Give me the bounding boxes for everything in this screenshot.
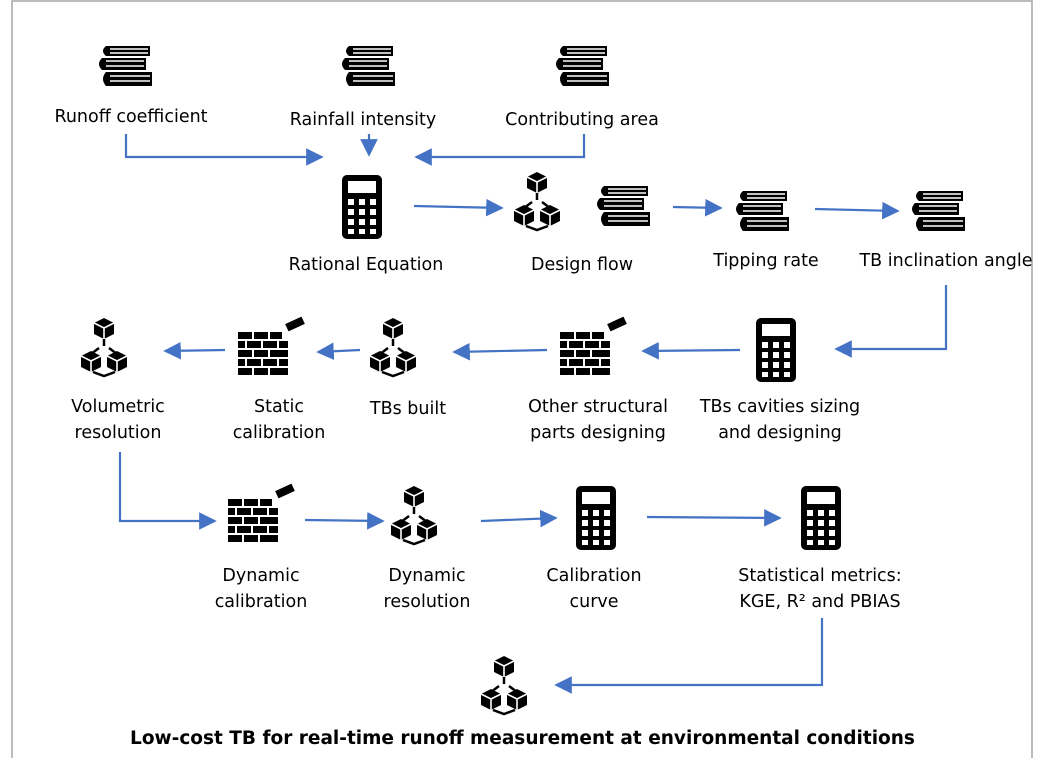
cubes-network-icon bbox=[479, 654, 529, 716]
node-label-dynamic-resolution: Dynamic resolution bbox=[384, 563, 471, 615]
books-icon bbox=[596, 185, 651, 227]
brick-wall-icon bbox=[560, 316, 627, 375]
cubes-network-icon bbox=[368, 316, 418, 378]
node-label-rational-equation: Rational Equation bbox=[288, 255, 444, 275]
label-line: curve bbox=[569, 592, 619, 612]
books-icon bbox=[98, 45, 153, 87]
node-label-static-calibration: Static calibration bbox=[233, 394, 326, 446]
edge-area-to-rational bbox=[414, 134, 586, 166]
label-line: Calibration bbox=[546, 566, 642, 586]
node-label-calibration-curve: Calibration curve bbox=[546, 563, 641, 615]
cubes-network-icon bbox=[79, 316, 129, 378]
node-label-tbs-cavities-sizing: TBs cavities sizing and designing bbox=[700, 394, 860, 446]
label-line: Static bbox=[253, 397, 305, 417]
books-icon bbox=[735, 190, 790, 232]
brick-wall-icon bbox=[228, 483, 295, 542]
label-line: calibration bbox=[232, 423, 326, 443]
conclusion-text: Low-cost TB for real-time runoff measure… bbox=[130, 728, 915, 749]
frame-border bbox=[11, 0, 1033, 758]
label-line: and designing bbox=[718, 423, 842, 443]
node-label-tipping-rate: Tipping rate bbox=[713, 251, 819, 271]
calculator-icon bbox=[801, 486, 841, 550]
books-icon bbox=[555, 45, 610, 87]
node-label-runoff-coefficient: Runoff coefficient bbox=[54, 107, 208, 127]
label-line: Dynamic bbox=[388, 566, 466, 586]
node-label-other-structural-parts: Other structural parts designing bbox=[528, 394, 668, 446]
brick-wall-icon bbox=[238, 316, 305, 375]
edge-metrics-to-output bbox=[554, 618, 824, 694]
edge-built-to-static bbox=[316, 342, 361, 361]
node-label-contributing-area: Contributing area bbox=[505, 110, 659, 130]
cubes-network-icon bbox=[389, 484, 439, 546]
label-line: resolution bbox=[383, 592, 471, 612]
label-line: Dynamic bbox=[222, 566, 300, 586]
node-label-rainfall-intensity: Rainfall intensity bbox=[289, 110, 437, 130]
node-label-volumetric-resolution: Volumetric resolution bbox=[71, 394, 165, 446]
edge-runoff-to-rational bbox=[124, 134, 324, 166]
edge-curve-to-metrics bbox=[646, 509, 782, 527]
books-icon bbox=[911, 190, 966, 232]
label-line: Other structural bbox=[528, 397, 668, 417]
edge-angle-to-cavities bbox=[834, 285, 948, 358]
node-label-tb-inclination-angle: TB inclination angle bbox=[859, 251, 1033, 271]
node-label-design-flow: Design flow bbox=[530, 255, 634, 275]
calculator-icon bbox=[756, 318, 796, 382]
label-line: Statistical metrics: bbox=[738, 566, 902, 586]
edge-other-to-built bbox=[452, 342, 548, 361]
node-label-tbs-built: TBs built bbox=[369, 399, 447, 419]
cubes-network-icon bbox=[512, 170, 562, 232]
edge-volumetric-to-dynamic-cal bbox=[118, 452, 217, 530]
node-label-dynamic-calibration: Dynamic calibration bbox=[215, 563, 308, 615]
label-line: Volumetric bbox=[71, 397, 165, 417]
edge-dynamic-res-to-curve bbox=[480, 509, 558, 528]
edge-tipping-to-angle bbox=[814, 201, 900, 220]
calculator-icon bbox=[576, 486, 616, 550]
label-line: calibration bbox=[214, 592, 308, 612]
edge-static-to-volumetric bbox=[163, 341, 226, 360]
books-icon bbox=[341, 45, 396, 87]
edge-cavities-to-other bbox=[641, 342, 741, 360]
edges bbox=[118, 134, 948, 694]
edge-dynamic-cal-to-dynamic-res bbox=[304, 511, 385, 530]
node-label-statistical-metrics: Statistical metrics: KGE, R² and PBIAS bbox=[738, 563, 901, 615]
calculator-icon bbox=[342, 175, 382, 239]
label-line: resolution bbox=[74, 423, 162, 443]
edge-design-to-tipping bbox=[672, 198, 723, 217]
label-line: TBs cavities sizing bbox=[699, 397, 861, 417]
edge-rational-to-design bbox=[413, 198, 504, 217]
label-line: KGE, R² and PBIAS bbox=[739, 592, 901, 612]
label-line: parts designing bbox=[530, 423, 666, 443]
